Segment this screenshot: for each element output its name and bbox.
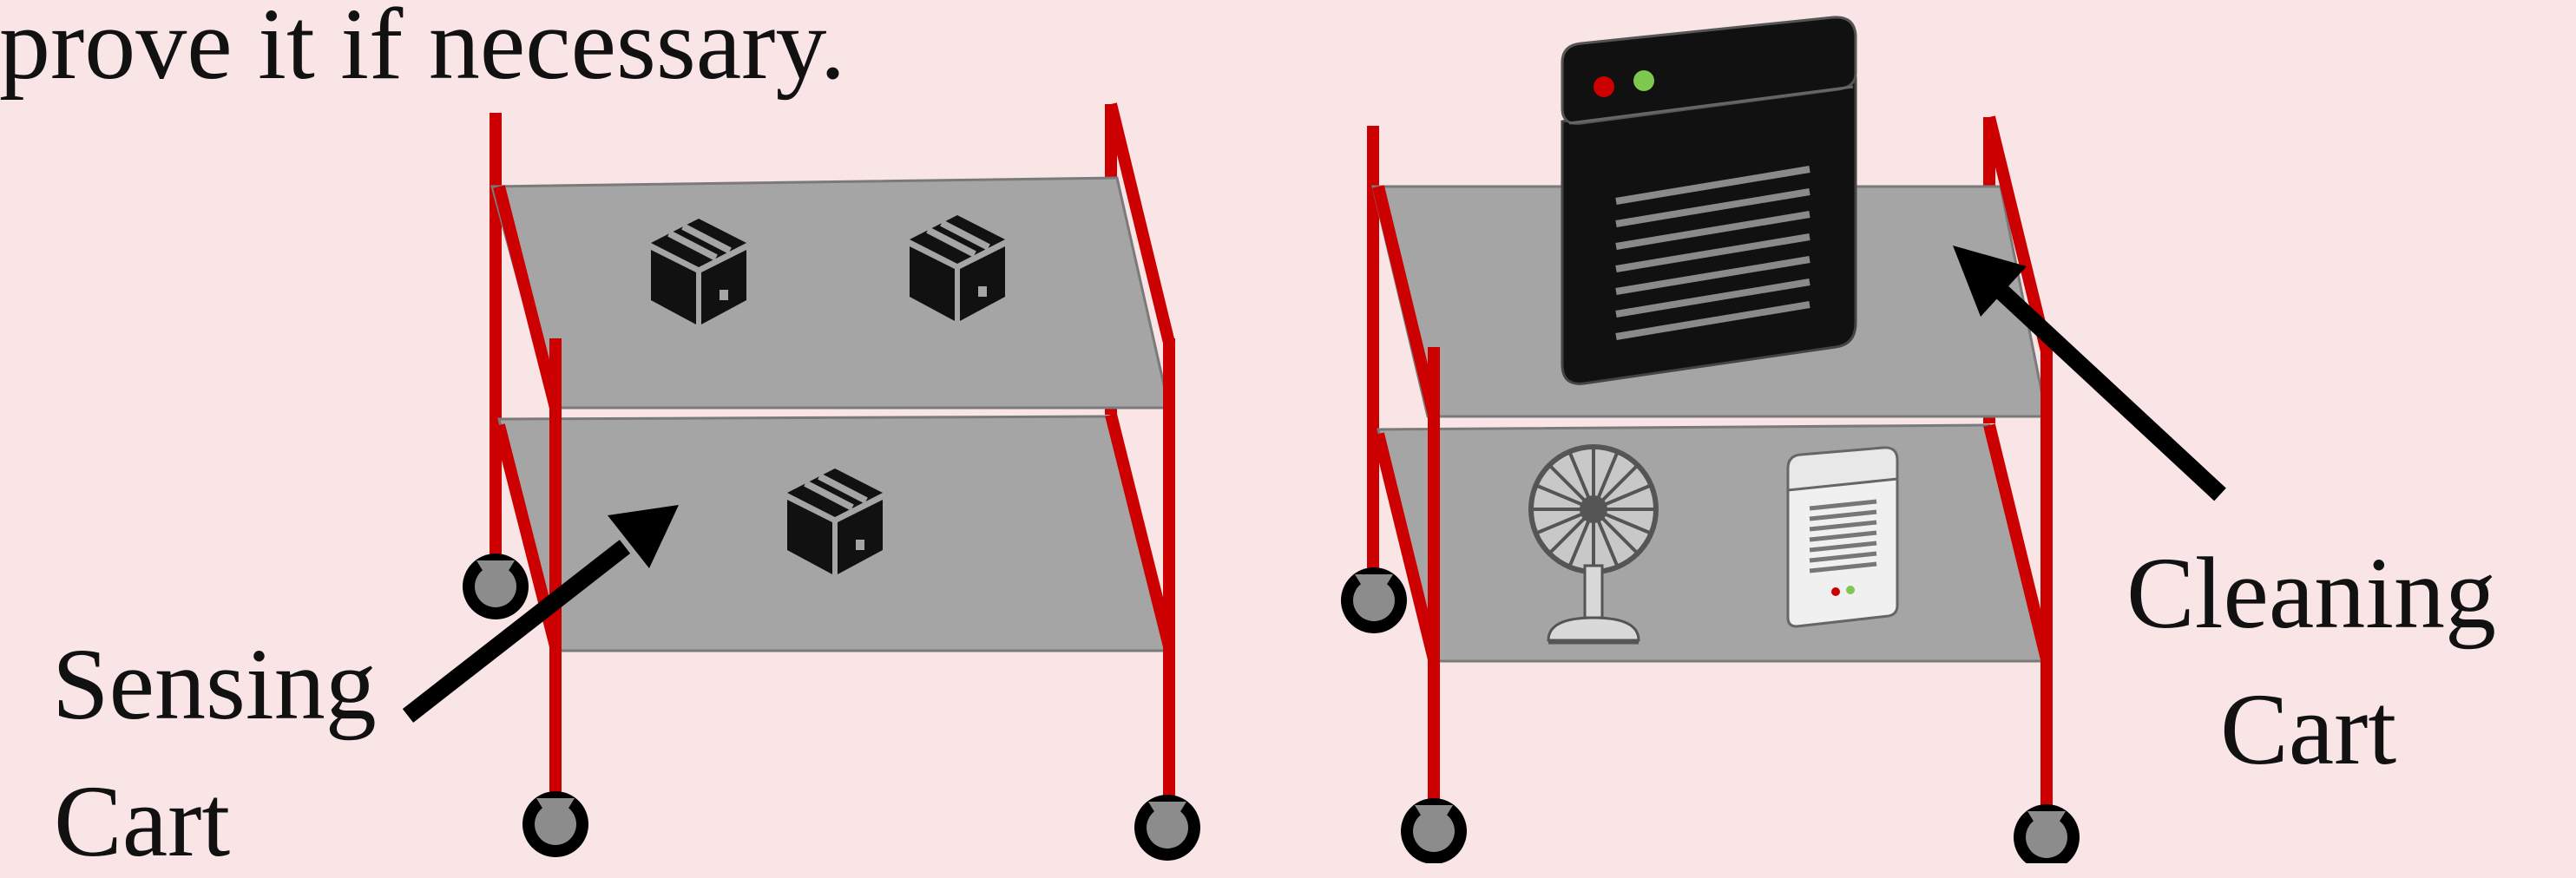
sensing-cart-lower-shelf <box>497 415 1171 652</box>
sensing-cart-upper-shelf <box>490 176 1171 410</box>
sensing-cart-label-line1: Sensing <box>52 627 377 741</box>
cleaning-cart-label-line2: Cart <box>2220 672 2397 786</box>
cleaning-cart-wheel-front-right <box>2014 804 2080 863</box>
cleaning-cart-lower-shelf <box>1377 423 2048 663</box>
heater-icon <box>1786 446 1899 628</box>
sensing-cart-wheel-front-right <box>1134 795 1200 861</box>
air-purifier-icon <box>1561 16 1857 385</box>
fan-icon <box>1528 444 1659 645</box>
sensing-cart-label-line2: Cart <box>54 764 231 878</box>
sensing-cart-wheel-back-left <box>463 554 529 619</box>
sensing-cart <box>463 102 1200 861</box>
cleaning-cart-label-line1: Cleaning <box>2126 536 2497 650</box>
cleaning-cart <box>1341 16 2080 863</box>
cleaning-cart-wheel-front-left <box>1401 798 1467 863</box>
cleaning-cart-wheel-back-left <box>1341 567 1407 633</box>
caption-text: nprove it if necessary. <box>0 0 846 101</box>
sensing-cart-wheel-front-left <box>522 791 588 857</box>
sensing-cart-arrow <box>402 505 679 723</box>
cleaning-cart-arrow <box>1953 246 2226 501</box>
